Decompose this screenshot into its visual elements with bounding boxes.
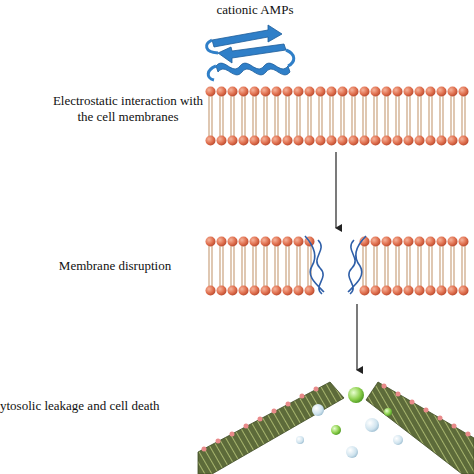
flow-arrow	[356, 304, 357, 370]
flow-arrow	[335, 152, 336, 228]
step-label: Membrane disruption	[40, 258, 190, 274]
step-label: cationic AMPs	[205, 2, 305, 18]
lysed-membrane	[198, 382, 474, 474]
disrupted-bilayer	[205, 236, 469, 296]
lipid-bilayer	[205, 86, 469, 146]
step-label: ytosolic leakage and cell death	[0, 398, 200, 414]
peptide-ribbon	[207, 25, 294, 80]
step-label: Electrostatic interaction with the cell …	[48, 93, 208, 125]
